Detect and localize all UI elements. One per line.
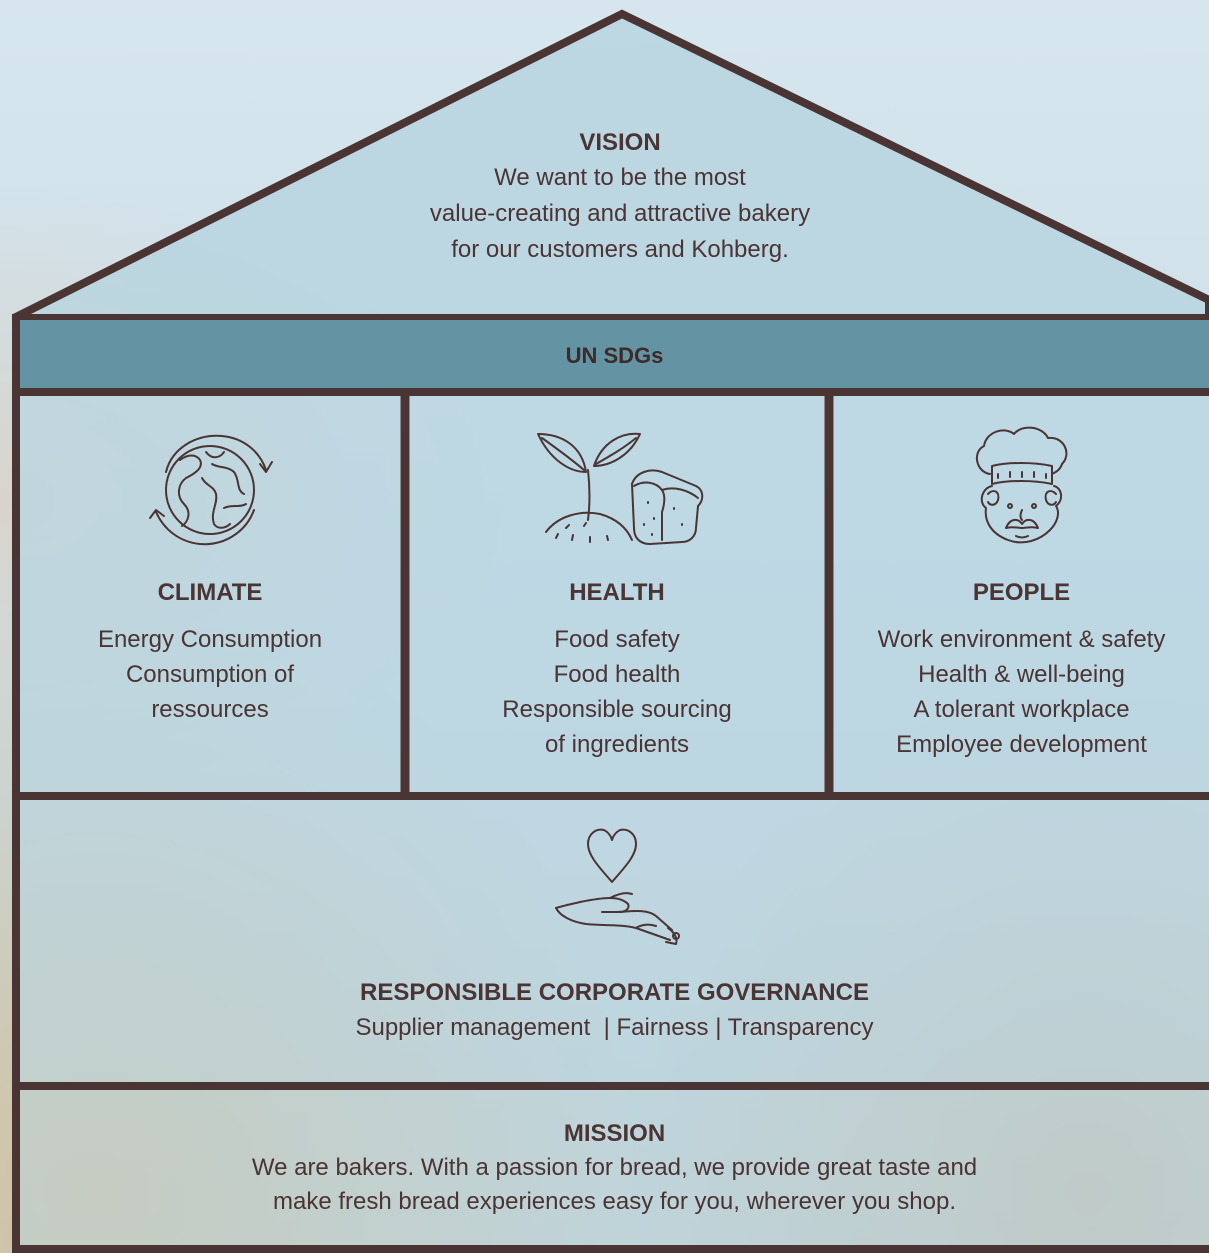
vision-line: for our customers and Kohberg. [451,236,789,263]
pillar-title-health: HEALTH [569,579,665,606]
pillar-panel-health [410,396,824,792]
pillar-item: Energy Consumption [97,626,323,653]
mission-title: MISSION [563,1120,666,1147]
pillar-panel-people [834,396,1209,792]
governance-subtitle: Supplier management | Fairness | Transpa… [355,1014,874,1041]
governance-title: RESPONSIBLE CORPORATE GOVERNANCE [360,979,869,1006]
pillar-item: of ingredients [544,731,690,758]
pillar-item: Consumption of [125,661,295,688]
governance-block: RESPONSIBLE CORPORATE GOVERNANCE Supplie… [20,976,1209,1045]
pillar-item: Responsible sourcing [502,696,732,723]
sdg-band-label: UN SDGs [565,343,664,368]
pillar-item: Health & well-being [918,661,1125,688]
pillar-item: ressources [151,696,269,723]
pillar-title-climate: CLIMATE [157,579,263,606]
vision-line: We want to be the most [494,164,746,191]
globe-recycle-icon [149,434,273,546]
baker-chef-icon [975,426,1068,544]
vision-title: VISION [579,129,661,156]
mission-line: We are bakers. With a passion for bread,… [251,1154,978,1181]
mission-block: MISSION We are bakers. With a passion fo… [20,1117,1209,1219]
pillar-climate: CLIMATE Energy Consumption Consumption o… [20,576,400,727]
pillar-item: Work environment & safety [877,626,1166,653]
sprout-bread-icon [537,432,704,545]
pillar-title-people: PEOPLE [972,579,1071,606]
pillar-item: Food health [553,661,681,688]
vision-block: VISION We want to be the most value-crea… [320,126,920,268]
pillar-item: Employee development [896,731,1147,758]
pillar-people: PEOPLE Work environment & safety Health … [834,576,1209,762]
pillar-item: Food safety [554,626,680,653]
mission-line: make fresh bread experiences easy for yo… [272,1188,957,1215]
heart-hand-icon [555,828,680,945]
pillar-item: A tolerant workplace [913,696,1130,723]
roof [12,9,1209,322]
pillar-health: HEALTH Food safety Food health Responsib… [410,576,824,762]
pillar-panel-climate [20,396,400,792]
vision-line: value-creating and attractive bakery [429,200,811,227]
mission-panel [20,1090,1209,1245]
sdg-band [16,320,1209,390]
governance-panel [20,800,1209,1082]
